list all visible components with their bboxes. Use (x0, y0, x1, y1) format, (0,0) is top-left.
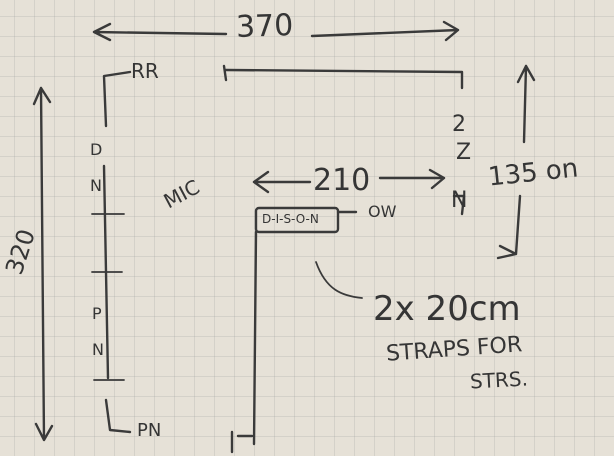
width-dimension-arrow (92, 20, 460, 42)
height-dimension-arrow (32, 86, 54, 442)
right-letter-2: 2 (452, 112, 466, 137)
right-bracket (452, 194, 466, 216)
right-letter-z: Z (456, 140, 472, 165)
wall-letter-d: D (90, 140, 103, 159)
pointer-curve (315, 261, 363, 299)
width-label: 370 (235, 8, 294, 45)
inner-width-label: 210 (313, 163, 371, 198)
box-label: D-I-S-O-N (262, 212, 319, 226)
left-wall-line (102, 70, 132, 434)
right-dimension-arrow (496, 64, 536, 260)
wall-letter-n-2: N (92, 340, 104, 359)
straps-size-label: 2x 20cm (373, 289, 521, 329)
top-wall-line (222, 64, 464, 90)
right-letter-n: N (451, 188, 468, 213)
ow-label: OW (368, 202, 397, 221)
hanging-box (254, 206, 340, 234)
wall-letter-p: P (92, 304, 102, 323)
wall-letters-pn: PN (137, 420, 162, 441)
wall-ticks (91, 213, 125, 381)
wall-letter-n: N (90, 176, 102, 195)
rr-label: RR (131, 59, 159, 83)
inner-wall-line (230, 210, 358, 454)
straps-note-2: STRS. (469, 366, 529, 394)
inner-width-arrow (252, 168, 446, 194)
